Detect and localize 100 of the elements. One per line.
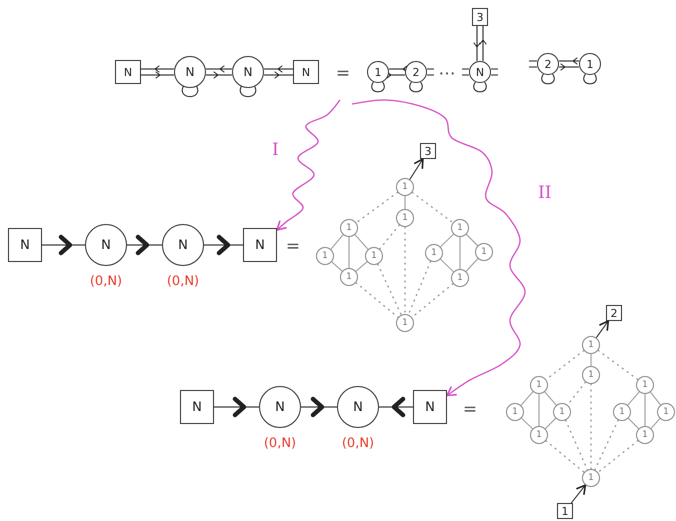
self-loop [371, 82, 385, 92]
circle-node [657, 403, 675, 421]
connector-line [590, 354, 592, 366]
square-node [293, 60, 319, 84]
arrow [378, 396, 414, 418]
node-label: N [244, 66, 252, 78]
self-loop [240, 86, 256, 98]
circle-node [582, 469, 600, 487]
node-label: 1 [346, 224, 352, 232]
node-caption: (0,N) [90, 274, 122, 289]
dotted-line [594, 419, 619, 471]
dotted-line [356, 192, 398, 224]
arrow [264, 72, 294, 78]
arrow [388, 66, 408, 72]
circle-node [365, 247, 383, 265]
square-node [180, 390, 214, 424]
self-loop [473, 82, 487, 92]
connector-line [440, 258, 454, 272]
node-label: N [20, 238, 30, 252]
arrow [409, 158, 424, 180]
connector-line [538, 394, 540, 426]
dotted-line [597, 440, 639, 474]
dotted-line [545, 440, 585, 473]
circle-node [553, 403, 571, 421]
circle-node [475, 243, 493, 261]
circle-node [530, 376, 548, 394]
node-label: N [192, 400, 202, 414]
edge-label: II [538, 185, 552, 202]
circle-node [636, 376, 654, 394]
connector-line [330, 234, 344, 250]
node-label: 1 [619, 408, 625, 416]
arrow [386, 72, 406, 78]
arrow [474, 26, 480, 62]
node-label: 1 [536, 380, 542, 390]
node-label: N [255, 238, 265, 252]
connector-line [520, 391, 534, 406]
node-label: N [124, 66, 132, 78]
node-label: 1 [588, 474, 594, 482]
self-loop [182, 86, 198, 98]
circle-node [451, 269, 469, 287]
circle-node [174, 56, 206, 88]
arrow [596, 320, 610, 338]
circle-node [259, 386, 301, 428]
arrow [140, 66, 174, 72]
node-label: 1 [431, 248, 437, 258]
connector-line [521, 418, 533, 430]
connector-line [650, 418, 660, 429]
node-label: N [275, 400, 285, 414]
square-node [115, 60, 141, 84]
arrow [206, 66, 232, 72]
arrow [558, 64, 580, 70]
node-label: 1 [559, 408, 565, 416]
connector-line [354, 234, 368, 250]
circle-node [396, 314, 414, 332]
connector-line [466, 234, 478, 246]
node-label: N [425, 400, 435, 414]
node-label: 1 [562, 506, 568, 516]
connector-line [404, 196, 406, 210]
node-label: 1 [346, 272, 352, 282]
symbol-text: … [438, 62, 456, 78]
self-loop [541, 74, 555, 84]
arrow [42, 234, 86, 256]
dotted-line [598, 350, 638, 380]
node-label: 1 [588, 340, 594, 350]
circle-node [451, 219, 469, 237]
node-label: 3 [476, 12, 484, 22]
connector-line [440, 234, 454, 248]
square-node [420, 143, 436, 159]
dotted-line [379, 224, 400, 250]
square-node [606, 305, 622, 321]
node-label: 1 [322, 252, 328, 260]
circle-node [613, 403, 631, 421]
connector-line [544, 418, 556, 430]
arrow [204, 234, 244, 256]
wavy-arrow [352, 99, 526, 396]
node-label: N [302, 66, 310, 78]
node-label: N [178, 238, 188, 252]
circle-node [469, 61, 491, 83]
node-label: 1 [588, 370, 594, 380]
arrow [214, 396, 260, 418]
node-label: 1 [642, 380, 648, 390]
node-label: 2 [412, 66, 420, 78]
circle-node [337, 386, 379, 428]
node-label: N [476, 66, 484, 78]
connector-line [650, 392, 661, 406]
edge-label: I [272, 142, 279, 159]
circle-node [85, 224, 127, 266]
connector-line [348, 236, 350, 268]
dotted-line [404, 226, 406, 315]
dotted-line [408, 260, 432, 316]
self-loop [583, 74, 597, 84]
dotted-line [412, 192, 454, 224]
node-label: 2 [610, 308, 618, 318]
arrow [206, 72, 232, 78]
node-label: 1 [457, 274, 463, 282]
connector-line [355, 261, 368, 272]
arrow [570, 484, 586, 504]
node-label: 1 [402, 214, 408, 222]
circle-node [316, 247, 334, 265]
circle-node [396, 209, 414, 227]
